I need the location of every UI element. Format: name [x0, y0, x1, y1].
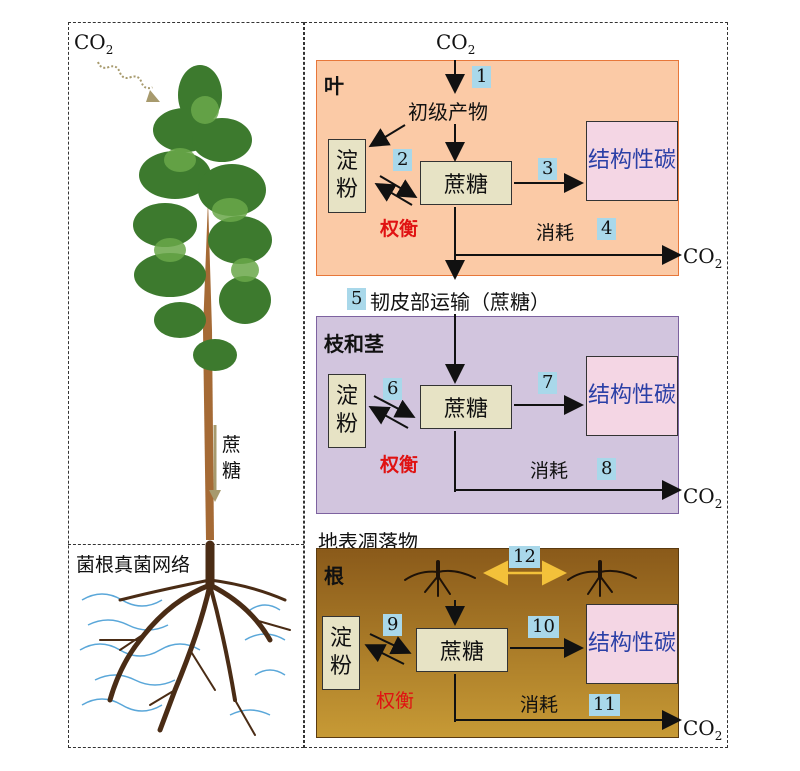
- stem-num-7: 7: [538, 372, 558, 394]
- leaf-num-3: 3: [538, 158, 558, 180]
- leaf-primary-product: 初级产物: [408, 100, 488, 124]
- leaf-num-2: 2: [393, 149, 413, 171]
- leaf-co2-out-label: CO2: [683, 244, 723, 271]
- litter-root-left-icon: [404, 560, 476, 597]
- litter-root-right-icon: [567, 560, 637, 597]
- root-title: 根: [324, 564, 344, 588]
- phloem-transport-label: 韧皮部运输（蔗糖）: [370, 290, 550, 314]
- root-sucrose-box: 蔗糖: [416, 628, 508, 672]
- leaf-sucrose-box: 蔗糖: [420, 161, 512, 205]
- root-structural-carbon-box: 结构性碳: [586, 604, 678, 684]
- root-num-11: 11: [589, 694, 620, 716]
- root-tradeoff-label: 权衡: [376, 690, 415, 712]
- leaf-title: 叶: [324, 74, 344, 98]
- stem-structural-carbon-box: 结构性碳: [586, 356, 678, 436]
- leaf-starch-box: 淀粉: [328, 139, 366, 213]
- leaf-num-1: 1: [472, 66, 492, 88]
- stem-num-8: 8: [597, 458, 617, 480]
- tree-soil-divider: [68, 544, 304, 545]
- left-co2-label: CO2: [74, 30, 114, 57]
- stem-co2-out-label: CO2: [683, 484, 723, 511]
- root-num-10: 10: [528, 616, 559, 638]
- left-sucrose-label: 蔗糖: [222, 434, 242, 482]
- mycorrhiza-label: 菌根真菌网络: [76, 554, 191, 576]
- stem-starch-box: 淀粉: [328, 374, 366, 448]
- stem-num-6: 6: [383, 378, 403, 400]
- stem-consumption-label: 消耗: [530, 460, 569, 482]
- top-co2-label: CO2: [436, 30, 476, 57]
- root-co2-out-label: CO2: [683, 716, 723, 743]
- leaf-tradeoff-label: 权衡: [380, 218, 419, 240]
- root-starch-box: 淀粉: [322, 616, 360, 690]
- stem-title: 枝和茎: [324, 332, 384, 356]
- stem-sucrose-box: 蔗糖: [420, 385, 512, 429]
- stem-tradeoff-label: 权衡: [380, 454, 419, 476]
- diagram-frame: [304, 22, 728, 748]
- leaf-num-4: 4: [597, 218, 617, 240]
- leaf-consumption-label: 消耗: [536, 222, 575, 244]
- phloem-num-5: 5: [347, 288, 367, 310]
- tree-frame: [68, 22, 304, 748]
- root-consumption-label: 消耗: [520, 694, 559, 716]
- leaf-structural-carbon-box: 结构性碳: [586, 121, 678, 201]
- root-num-9: 9: [383, 614, 403, 636]
